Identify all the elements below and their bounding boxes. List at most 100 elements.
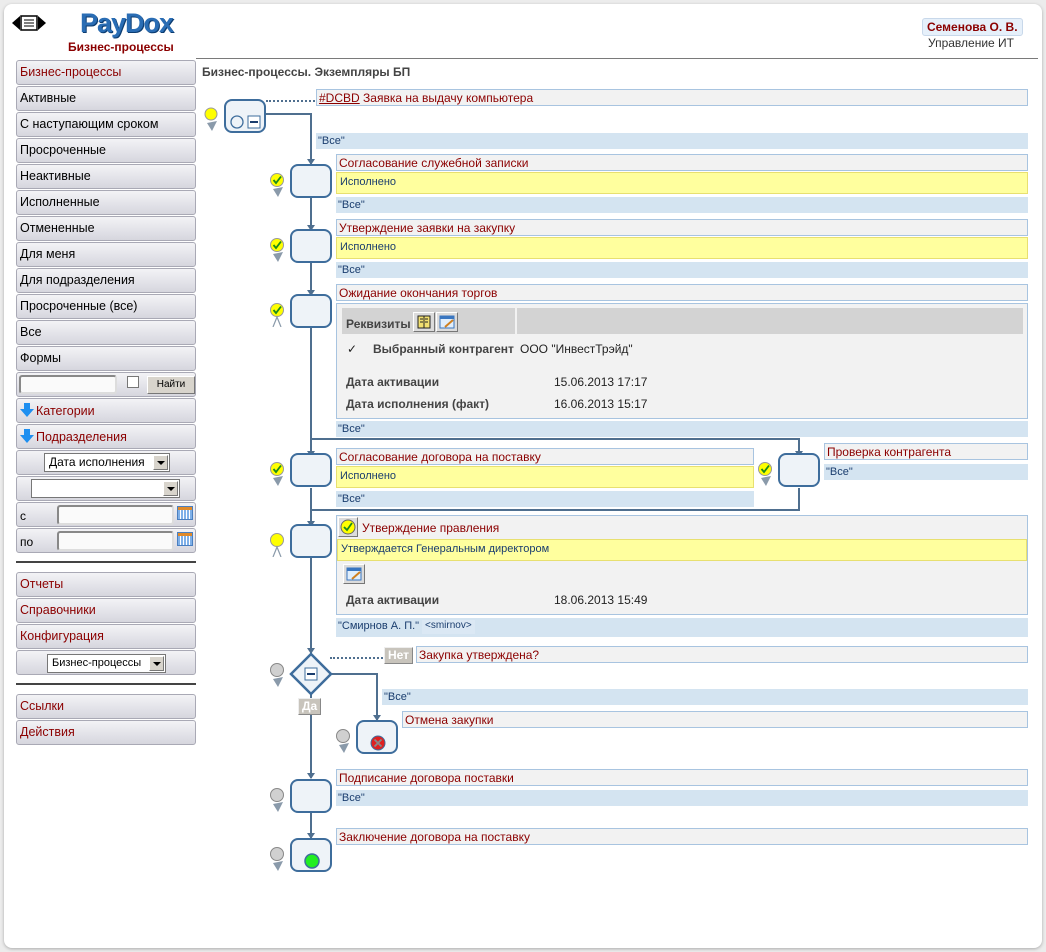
activation-date-label: Дата активации (346, 375, 440, 389)
step-assignee: "Все" (336, 790, 1028, 806)
sidebar-item-upcoming[interactable]: С наступающим сроком (16, 112, 196, 137)
find-button[interactable]: Найти (147, 376, 195, 394)
status-pin-inactive-icon (270, 663, 284, 687)
step-node[interactable] (290, 453, 332, 487)
sidebar: Бизнес-процессы Активные С наступающим с… (16, 60, 196, 746)
step-title[interactable]: Согласование договора на поставку (336, 448, 754, 465)
config-select[interactable]: Бизнес-процессы (47, 654, 166, 673)
connector (310, 328, 312, 456)
step-title[interactable]: Ожидание окончания торгов (336, 284, 1028, 301)
sidebar-item-business-processes[interactable]: Бизнес-процессы (16, 60, 196, 85)
process-name: Заявка на выдачу компьютера (363, 91, 534, 105)
step-assignee: "Все" (824, 464, 1028, 480)
sidebar-item-directories[interactable]: Справочники (16, 598, 196, 623)
complete-step-button[interactable] (338, 517, 358, 537)
arrow-head (307, 833, 315, 839)
date-from-row: с (16, 502, 196, 527)
step-details-panel: Утверждение правления Утверждается Генер… (336, 515, 1028, 615)
period-select[interactable] (31, 479, 180, 498)
sidebar-item-overdue-all[interactable]: Просроченные (все) (16, 294, 196, 319)
step-title[interactable]: Отмена закупки (402, 711, 1028, 728)
step-node[interactable] (290, 229, 332, 263)
step-node[interactable] (290, 294, 332, 328)
date-to-label: по (20, 535, 34, 549)
search-row: Найти (16, 372, 196, 397)
connector (310, 558, 312, 654)
status-pin-active-icon (204, 107, 218, 131)
yes-branch-button[interactable]: Да (298, 698, 322, 715)
search-checkbox[interactable] (127, 376, 139, 388)
step-node[interactable] (290, 164, 332, 198)
status-pin-done-icon (270, 238, 284, 262)
sidebar-item-departments[interactable]: Подразделения (16, 424, 196, 449)
calendar-icon[interactable] (177, 506, 193, 520)
step-status: Утверждается Генеральным директором (337, 539, 1027, 561)
arrow-down-icon (20, 403, 34, 417)
requisites-list-button[interactable] (413, 312, 435, 332)
edit-button[interactable] (343, 564, 365, 584)
page-title: Бизнес-процессы. Экземпляры БП (202, 65, 411, 79)
connector-dotted (330, 657, 386, 659)
sidebar-item-inactive[interactable]: Неактивные (16, 164, 196, 189)
connector (310, 694, 312, 778)
step-title[interactable]: Утверждение правления (362, 521, 500, 535)
step-title[interactable]: Заключение договора на поставку (336, 828, 1028, 845)
requisites-edit-button[interactable] (436, 312, 458, 332)
sidebar-item-for-me[interactable]: Для меня (16, 242, 196, 267)
decision-assignee: "Все" (382, 689, 1028, 705)
status-pin-inactive-icon (270, 847, 284, 871)
date-from-input[interactable] (57, 505, 174, 525)
sidebar-item-overdue[interactable]: Просроченные (16, 138, 196, 163)
connector (310, 438, 800, 440)
check-circle-icon (340, 519, 356, 535)
step-assignee: "Все" (336, 262, 1028, 278)
step-node[interactable] (290, 779, 332, 813)
end-node[interactable] (290, 838, 332, 872)
search-input[interactable] (19, 375, 117, 394)
sidebar-item-completed[interactable]: Исполненные (16, 190, 196, 215)
sidebar-item-actions[interactable]: Действия (16, 720, 196, 745)
date-field-select[interactable]: Дата исполнения (44, 453, 170, 472)
process-code-link[interactable]: #DCBD (319, 91, 360, 105)
sidebar-item-cancelled[interactable]: Отмененные (16, 216, 196, 241)
sidebar-item-for-department[interactable]: Для подразделения (16, 268, 196, 293)
step-node[interactable] (290, 524, 332, 558)
chevron-down-icon (153, 455, 168, 470)
connector-dotted (266, 100, 318, 102)
sidebar-item-forms[interactable]: Формы (16, 346, 196, 371)
sidebar-item-active[interactable]: Активные (16, 86, 196, 111)
sidebar-item-categories[interactable]: Категории (16, 398, 196, 423)
step-title[interactable]: Утверждение заявки на закупку (336, 219, 1028, 236)
connector (330, 673, 378, 675)
calendar-icon[interactable] (177, 532, 193, 546)
toggle-panel-icon[interactable] (12, 14, 46, 32)
arrow-head (373, 715, 381, 721)
decision-title[interactable]: Закупка утверждена? (416, 646, 1028, 663)
sidebar-item-all[interactable]: Все (16, 320, 196, 345)
header-divider (196, 58, 1038, 59)
config-select-value: Бизнес-процессы (52, 657, 142, 669)
status-pin-active-icon (270, 533, 284, 557)
connector (310, 509, 800, 511)
step-title[interactable]: Проверка контрагента (824, 443, 1028, 460)
user-name[interactable]: Семенова О. В. (922, 18, 1023, 36)
completion-date-label: Дата исполнения (факт) (346, 397, 489, 411)
sidebar-item-reports[interactable]: Отчеты (16, 572, 196, 597)
sidebar-item-configuration[interactable]: Конфигурация (16, 624, 196, 649)
cancel-end-node[interactable] (356, 720, 398, 754)
date-to-input[interactable] (57, 531, 174, 551)
requisite-value: ООО "ИнвестТрэйд" (520, 342, 633, 356)
decision-node[interactable] (289, 652, 333, 696)
start-node[interactable] (224, 99, 266, 133)
step-title[interactable]: Согласование служебной записки (336, 154, 1028, 171)
sidebar-item-links[interactable]: Ссылки (16, 694, 196, 719)
step-node[interactable] (778, 453, 820, 487)
arrow-head (307, 648, 315, 654)
arrow-head (307, 225, 315, 231)
book-icon (417, 315, 431, 329)
step-title[interactable]: Подписание договора поставки (336, 769, 1028, 786)
no-branch-button[interactable]: Нет (384, 647, 414, 664)
step-status: Исполнено (336, 172, 1028, 194)
arrow-down-icon (20, 429, 34, 443)
